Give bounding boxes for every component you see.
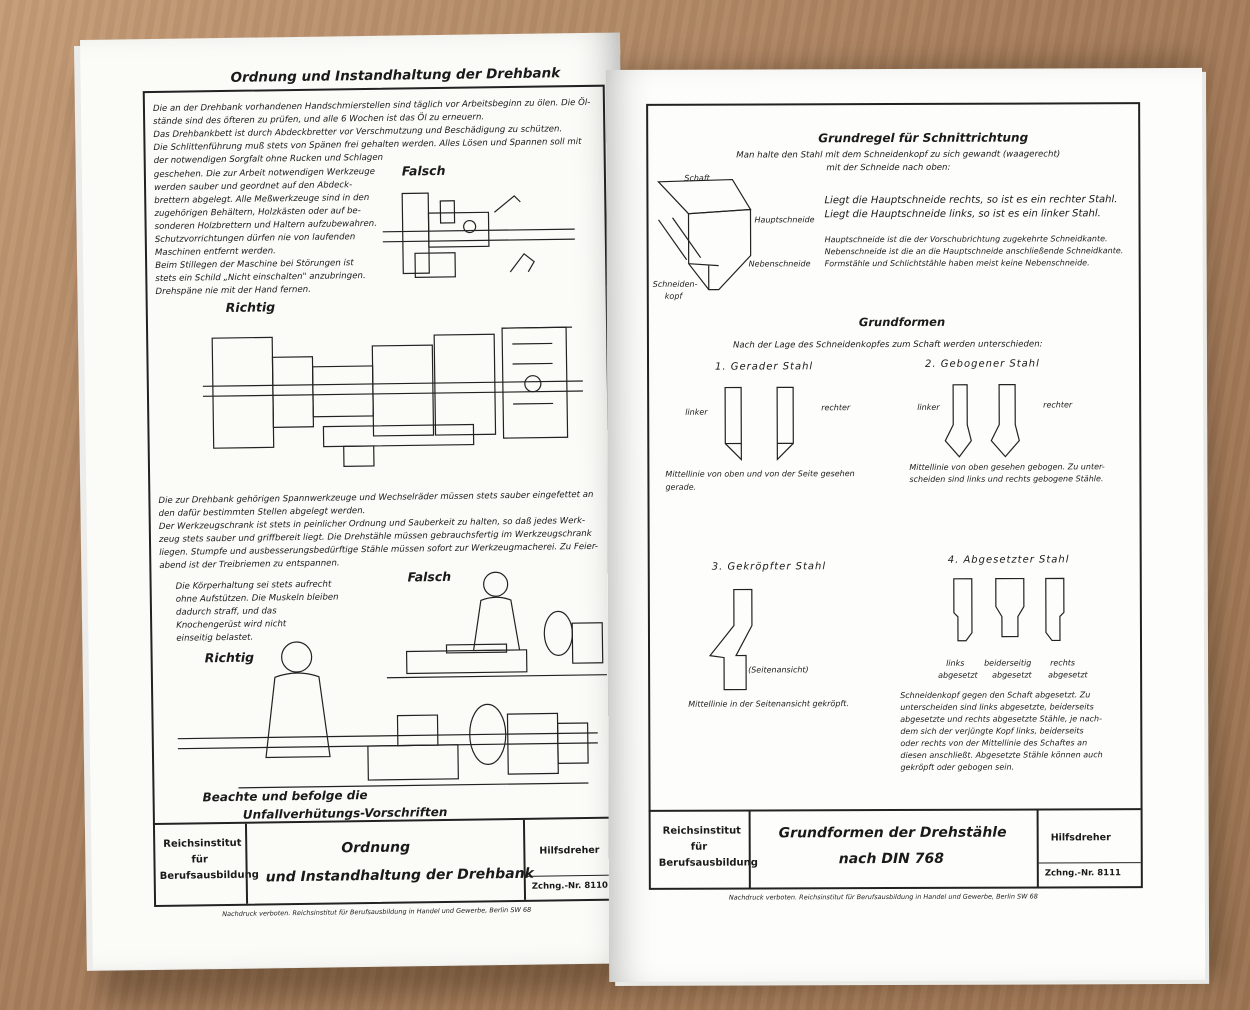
label-falsch-top: Falsch	[401, 162, 446, 179]
form-4-label-links: links	[946, 658, 965, 668]
form-3-side-view: (Seitenansicht)	[748, 665, 809, 675]
text-line: abend ist der Treibriemen zu entspannen.	[159, 558, 340, 571]
section-title-grundformen: Grundformen	[858, 314, 946, 330]
left-page: Ordnung und Instandhaltung der Drehbank …	[80, 32, 633, 970]
text-line: oder rechts von der Mittellinie des Scha…	[900, 738, 1088, 748]
left-page-title: Ordnung und Instandhaltung der Drehbank	[230, 65, 561, 86]
label-nebenschneide: Nebenschneide	[748, 259, 811, 269]
note-hauptschneide: Hauptschneide ist die der Vorschubrichtu…	[824, 234, 1108, 245]
form-1-title: 1. Gerader Stahl	[715, 361, 814, 373]
label-schneidenkopf-2: kopf	[664, 291, 683, 301]
drawing-number: Zchng.-Nr. 8111	[1044, 868, 1121, 879]
text-line: dem sich der verjüngte Kopf links, beide…	[900, 726, 1084, 736]
right-title-block: Reichsinstitut für Berufsausbildung Grun…	[648, 808, 1141, 890]
form-2-right-label: rechter	[1043, 400, 1073, 410]
trade-label: Hilfsdreher	[1050, 832, 1111, 844]
right-block-title-2: nach DIN 768	[838, 850, 944, 868]
form-4-label-abgesetzt: abgesetzt	[938, 670, 978, 680]
left-block-title-2: und Instandhaltung der Drehbank	[265, 865, 535, 886]
form-4-label-abgesetzt: abgesetzt	[1048, 670, 1088, 680]
stepped-tool-drawing	[953, 577, 1065, 642]
institute-line: für	[191, 854, 208, 866]
left-title-block: Reichsinstitut für Berufsausbildung Ordn…	[152, 816, 615, 906]
form-3-title: 3. Gekröpfter Stahl	[711, 561, 827, 573]
drawing-number: Zchng.-Nr. 8110	[531, 880, 609, 892]
label-richtig-top: Richtig	[225, 299, 276, 315]
safety-line-1: Beachte und befolge die	[202, 788, 368, 805]
form-4-label-abgesetzt: abgesetzt	[992, 670, 1032, 680]
rule-rechter-stahl: Liegt die Hauptschneide rechts, so ist e…	[824, 194, 1118, 207]
section-1-intro-2: mit der Schneide nach oben:	[826, 162, 951, 174]
form-1-right-label: rechter	[821, 403, 851, 413]
form-2-left-label: linker	[917, 402, 940, 412]
straight-tool-drawing	[724, 386, 794, 461]
form-1-text-1: Mittellinie von oben und von der Seite g…	[665, 469, 855, 479]
form-1-text-2: gerade.	[665, 482, 697, 492]
label-schneidenkopf-1: Schneiden-	[652, 279, 698, 289]
worker-leaning-drawing	[386, 571, 607, 679]
text-line: gekröpft oder gebogen sein.	[900, 762, 1015, 772]
form-2-text-2: scheiden sind links und rechts gebogene …	[909, 474, 1104, 484]
trade-label: Hilfsdreher	[539, 844, 600, 857]
lathe-falsch-drawing	[382, 192, 575, 278]
lathe-richtig-drawing	[202, 326, 583, 467]
form-2-title: 2. Gebogener Stahl	[925, 358, 1040, 370]
bent-tool-drawing	[944, 383, 1020, 458]
worker-upright-drawing	[177, 641, 598, 789]
text-line: diesen anschließt. Abgesetzte Stähle kön…	[900, 750, 1103, 760]
institute-line: Reichsinstitut	[163, 837, 242, 850]
institute-line: für	[690, 841, 708, 853]
institute-line: Berufsausbildung	[658, 857, 758, 869]
section-2-intro: Nach der Lage des Schneidenkopfes zum Sc…	[732, 339, 1043, 351]
cutting-tool-diagram	[657, 178, 752, 291]
rule-linker-stahl: Liegt die Hauptschneide links, so ist es…	[824, 208, 1101, 221]
right-page: Grundregel für Schnittrichtung Man halte…	[606, 67, 1206, 982]
section-1-intro-1: Man halte den Stahl mit dem Schneidenkop…	[736, 149, 1061, 161]
left-block-title-1: Ordnung	[341, 839, 411, 857]
note-formstaehle: Formstähle und Schlichtstähle haben meis…	[824, 258, 1090, 269]
text-line: Drehspäne nie mit der Hand fernen.	[155, 284, 311, 297]
note-nebenschneide: Nebenschneide ist die an die Hauptschnei…	[824, 246, 1124, 257]
institute-line: Reichsinstitut	[662, 825, 741, 837]
form-4-label-beiderseitig: beiderseitig	[984, 658, 1032, 668]
form-2-text-1: Mittellinie von oben gesehen gebogen. Zu…	[909, 462, 1105, 472]
right-block-title-1: Grundformen der Drehstähle	[778, 824, 1007, 842]
form-1-left-label: linker	[685, 407, 708, 417]
label-schaft: Schaft	[684, 173, 710, 183]
label-hauptschneide: Hauptschneide	[754, 215, 815, 225]
form-4-title: 4. Abgesetzter Stahl	[947, 554, 1070, 566]
form-4-label-rechts: rechts	[1050, 658, 1076, 668]
section-title-schnittrichtung: Grundregel für Schnittrichtung	[818, 130, 1029, 146]
text-line: Schneidenkopf gegen den Schaft abgesetzt…	[900, 690, 1091, 700]
text-line: abgesetzte und rechts abgesetzte Stähle,…	[900, 714, 1103, 724]
form-3-text-1: Mittellinie in der Seitenansicht gekröpf…	[688, 699, 849, 709]
cranked-tool-drawing	[708, 588, 753, 691]
text-line: unterscheiden sind links abgesetzte, bei…	[900, 702, 1094, 712]
institute-line: Berufsausbildung	[159, 869, 259, 882]
left-footer: Nachdruck verboten. Reichsinstitut für B…	[222, 905, 532, 919]
right-footer: Nachdruck verboten. Reichsinstitut für B…	[728, 892, 1038, 902]
